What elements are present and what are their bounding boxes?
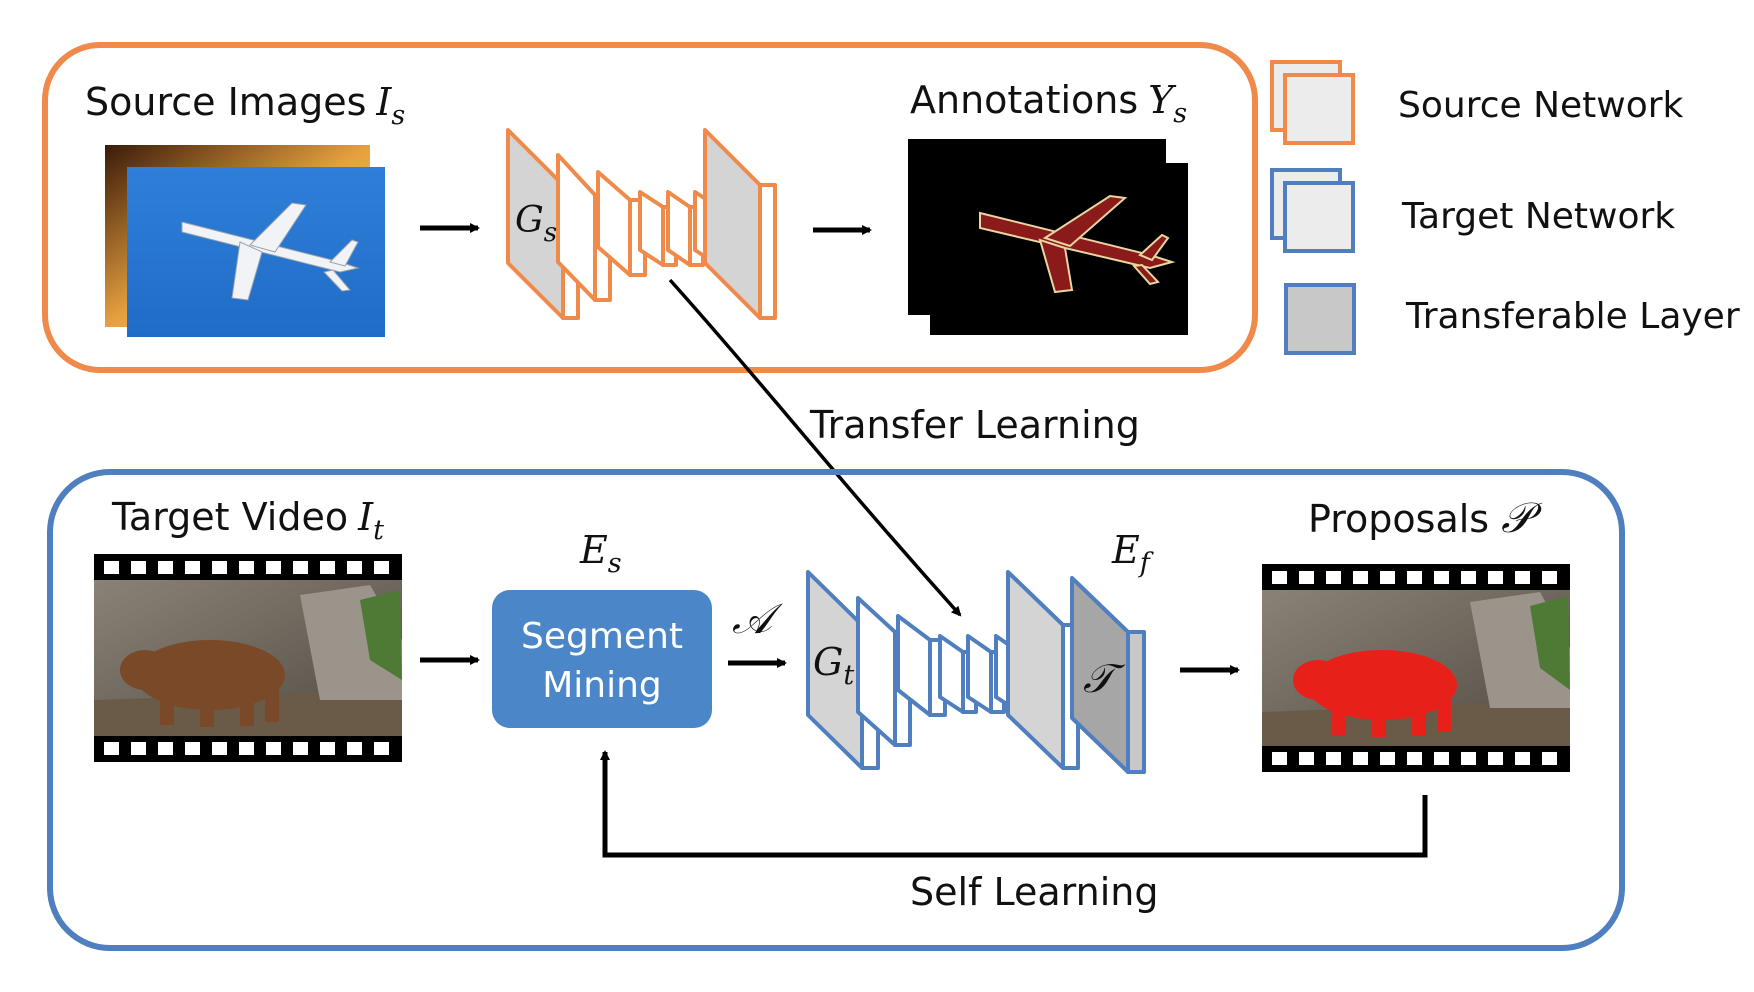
sprocket-hole [1488,571,1503,584]
source-network-icon [1270,60,1355,145]
sprocket-hole [1434,752,1449,765]
target-video-sprocket-holes [104,561,389,755]
sprocket-hole [347,561,362,574]
legend-transferable-layer-label: Transferable Layer [1405,296,1740,337]
sprocket-hole [1272,571,1287,584]
sprocket-hole [1515,571,1530,584]
sprocket-hole [158,742,173,755]
target-network-icon [1270,168,1355,253]
self-learning-arrow [600,750,1428,858]
gt-layer-5 [966,634,993,714]
target-panel-frame [47,469,1625,951]
gt-layer-7 [1006,570,1065,770]
gs-layer-4 [638,190,665,267]
a-symbol: 𝒜 [732,594,783,643]
sprocket-hole [1407,571,1422,584]
gs-layer-5 [666,190,692,267]
segment-mining-box [492,590,712,728]
sprocket-hole [131,742,146,755]
sprocket-hole [1326,752,1341,765]
bear-icon [120,640,285,727]
bear-mask-icon [1293,650,1457,737]
gt-layer-4 [938,634,965,714]
transfer-learning-label: Transfer Learning [809,403,1140,447]
sprocket-hole [1542,571,1557,584]
target-video-filmstrip [94,554,402,762]
sprocket-hole [374,561,389,574]
sprocket-hole [104,742,119,755]
gs-symbol: Gs [515,200,557,248]
sprocket-hole [266,742,281,755]
sprocket-hole [374,742,389,755]
proposals-sprocket-holes [1272,571,1557,765]
annotation-stack [908,139,1188,335]
sprocket-hole [1353,752,1368,765]
source-network-gs [506,128,777,320]
proposals-filmstrip [1262,564,1570,772]
gs-layer-7-side [758,183,777,320]
sprocket-hole [1326,571,1341,584]
sprocket-hole [1542,752,1557,765]
self-learning-label: Self Learning [910,870,1158,914]
gs-layer-7 [703,128,762,320]
sprocket-hole [1353,571,1368,584]
sprocket-hole [1515,752,1530,765]
sprocket-hole [1380,571,1395,584]
source-panel-frame [42,42,1258,373]
sprocket-hole [1488,752,1503,765]
sprocket-hole [320,742,335,755]
legend-source-network-label: Source Network [1398,85,1684,126]
airplane-icon [181,202,360,301]
sprocket-hole [239,561,254,574]
sprocket-hole [293,561,308,574]
gt-symbol: Gt [813,640,854,691]
sprocket-hole [1461,752,1476,765]
sprocket-hole [212,561,227,574]
sprocket-hole [1461,571,1476,584]
sprocket-hole [158,561,173,574]
sprocket-hole [320,561,335,574]
segment-mining-line2: Mining [542,665,662,706]
legend: Source Network Target Network Transferab… [1270,60,1740,355]
es-symbol: Es [579,528,622,579]
transfer-learning-arrow [668,278,962,617]
sprocket-hole [131,561,146,574]
sprocket-hole [1299,571,1314,584]
target-network-gt [806,570,1146,774]
sprocket-hole [1407,752,1422,765]
sprocket-hole [1299,752,1314,765]
sprocket-hole [212,742,227,755]
transferable-layer-side [1126,630,1146,774]
sprocket-hole [293,742,308,755]
sprocket-hole [1380,752,1395,765]
segment-mining-line1: Segment [521,616,683,657]
sprocket-hole [266,561,281,574]
sprocket-hole [1272,752,1287,765]
sprocket-hole [104,561,119,574]
sprocket-hole [347,742,362,755]
source-image-stack [105,145,385,337]
sprocket-hole [239,742,254,755]
airplane-mask-icon [979,194,1176,294]
ef-symbol: Ef [1111,528,1154,579]
sprocket-hole [1434,571,1449,584]
legend-target-network-label: Target Network [1401,196,1675,237]
sprocket-hole [185,742,200,755]
transferable-layer-icon [1284,283,1356,355]
sprocket-hole [185,561,200,574]
